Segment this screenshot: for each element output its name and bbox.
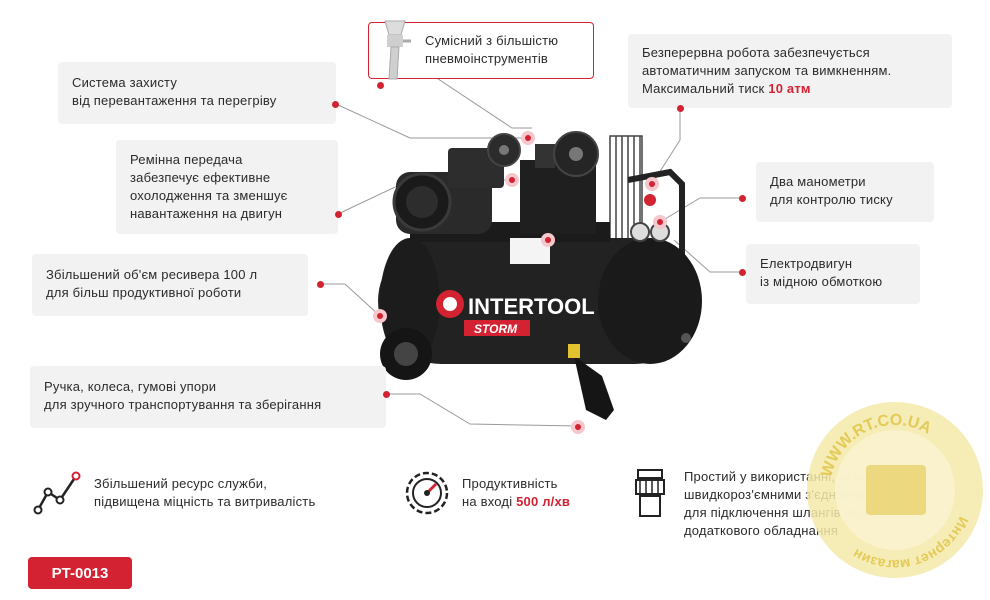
feature-resource: Збільшений ресурс служби, підвищена міцн… xyxy=(94,475,315,511)
callout-dot xyxy=(739,195,746,202)
callout-belt-line2: забезпечує ефективне xyxy=(130,170,271,185)
callout-compatibility-text: Сумісний з більшістю пневмоінструментів xyxy=(425,33,559,66)
max-pressure-value: 10 атм xyxy=(768,81,811,96)
callout-gauges: Два манометри для контролю тиску xyxy=(756,162,934,222)
feature-performance-line2: на вході xyxy=(462,494,513,509)
callout-motor-line2: із мідною обмоткою xyxy=(760,274,883,289)
hotspot-belt[interactable] xyxy=(505,173,519,187)
callout-belt-line3: охолодження та зменшує xyxy=(130,188,288,203)
hotspot-auto[interactable] xyxy=(645,177,659,191)
callout-dot xyxy=(739,269,746,276)
callout-protection: Система захисту від перевантаження та пе… xyxy=(58,62,336,124)
callout-receiver-line1: Збільшений об'єм ресивера 100 л xyxy=(46,267,258,282)
callout-auto-line3: Максимальний тиск xyxy=(642,81,765,96)
hotspot-protection[interactable] xyxy=(521,131,535,145)
feature-resource-line1: Збільшений ресурс служби, xyxy=(94,476,268,491)
callout-auto-line1: Безперервна робота забезпечується xyxy=(642,45,870,60)
callout-transport: Ручка, колеса, гумові упори для зручного… xyxy=(30,366,386,428)
callout-motor-line1: Електродвигун xyxy=(760,256,853,271)
compressor-image: INTERTOOL STORM xyxy=(378,131,702,420)
callout-auto-line2: автоматичним запуском та вимкненням. xyxy=(642,63,892,78)
performance-value: 500 л/хв xyxy=(516,494,571,509)
callout-dot xyxy=(335,211,342,218)
callout-compatibility: Сумісний з більшістю пневмоінструментів xyxy=(368,20,594,80)
callout-auto: Безперервна робота забезпечується автома… xyxy=(628,34,952,108)
feature-performance: Продуктивність на вході 500 л/хв xyxy=(462,475,570,511)
callout-motor: Електродвигун із мідною обмоткою xyxy=(746,244,920,304)
spray-gun-icon xyxy=(384,20,411,80)
series-logo: STORM xyxy=(474,322,518,336)
feature-resource-line2: підвищена міцність та витривалість xyxy=(94,494,316,509)
callout-belt-line4: навантаження на двигун xyxy=(130,206,283,221)
callout-dot xyxy=(332,101,339,108)
callout-transport-line2: для зручного транспортування та зберіган… xyxy=(44,397,322,412)
callout-gauges-line1: Два манометри xyxy=(770,174,866,189)
feature-performance-line1: Продуктивність xyxy=(462,476,558,491)
callout-dot xyxy=(677,105,684,112)
feature-quick-line4: додаткового обладнання xyxy=(684,523,839,538)
callout-belt: Ремінна передача забезпечує ефективне ох… xyxy=(116,140,338,234)
hotspot-transport[interactable] xyxy=(571,420,585,434)
product-code-badge: PT-0013 xyxy=(28,557,132,589)
callout-belt-line1: Ремінна передача xyxy=(130,152,243,167)
growth-chart-icon xyxy=(33,471,81,515)
hotspot-receiver[interactable] xyxy=(373,309,387,323)
callout-dot xyxy=(317,281,324,288)
hotspot-gauges[interactable] xyxy=(653,215,667,229)
callout-protection-line1: Система захисту xyxy=(72,75,178,90)
callout-transport-line1: Ручка, колеса, гумові упори xyxy=(44,379,217,394)
callout-dot xyxy=(377,82,384,89)
performance-gauge-icon xyxy=(405,471,449,515)
callout-protection-line2: від перевантаження та перегріву xyxy=(72,93,277,108)
callout-gauges-line2: для контролю тиску xyxy=(770,192,893,207)
callout-dot xyxy=(383,391,390,398)
watermark-stamp: WWW.RT.CO.UA Интернет магазин xyxy=(807,402,983,578)
quick-connector-icon xyxy=(635,469,665,517)
callout-receiver-line2: для більш продуктивної роботи xyxy=(46,285,242,300)
brand-logo: INTERTOOL xyxy=(468,294,595,319)
hotspot-motor[interactable] xyxy=(541,233,555,247)
callout-receiver: Збільшений об'єм ресивера 100 л для біль… xyxy=(32,254,308,316)
